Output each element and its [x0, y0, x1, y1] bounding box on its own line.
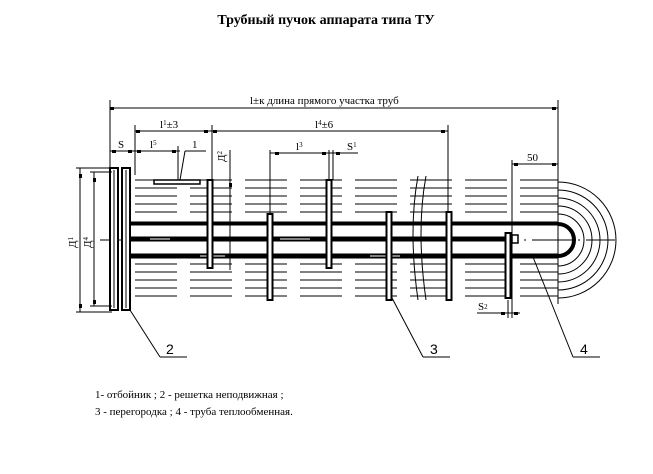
svg-text:l3: l3	[296, 141, 303, 153]
s2-dimension: S2	[477, 300, 520, 318]
l1-suffix: ±3	[167, 119, 179, 131]
total-length-dimension: l±к длина прямого участка труб	[109, 95, 559, 180]
d1-label: Д	[67, 240, 79, 248]
total-length-label: l±к длина прямого участка труб	[250, 95, 399, 107]
l1-label: l	[160, 119, 163, 131]
baffle	[445, 211, 453, 301]
fifty-label: 50	[527, 152, 539, 164]
s2-label: S	[478, 301, 484, 313]
l3-sub: 3	[299, 141, 303, 149]
l1-sub: 1	[163, 119, 167, 127]
baffles	[206, 179, 519, 301]
svg-text:Д4: Д4	[82, 236, 94, 248]
l1-dimension: l1±3	[134, 119, 212, 175]
d2-label: Д	[216, 154, 228, 162]
d2-dimension: Д2	[216, 150, 232, 270]
svg-text:l5: l5	[150, 139, 157, 151]
tube-lines	[135, 179, 558, 297]
s-l5-dimension: S l5	[110, 139, 180, 180]
callout-1-label: 1	[192, 139, 198, 151]
u-bend-tube	[557, 222, 576, 258]
s1-sub: 1	[353, 141, 357, 149]
legend-line-1: 1- отбойник ; 2 - решетка неподвижная ;	[95, 389, 284, 401]
l5-label: l	[150, 139, 153, 151]
drawing-title: Трубный пучок аппарата типа ТУ	[217, 13, 434, 28]
svg-text:l1±3: l1±3	[160, 119, 179, 131]
fifty-dimension: 50	[511, 152, 558, 300]
l5-sub: 5	[153, 139, 157, 147]
deflector-plate	[153, 179, 201, 185]
callout-3-label: 3	[430, 341, 438, 357]
svg-text:S1: S1	[347, 141, 357, 153]
s2-sub: 2	[484, 303, 488, 311]
l3-label: l	[296, 141, 299, 153]
d4-label: Д	[82, 240, 94, 248]
break-mark	[412, 175, 427, 301]
s-label: S	[118, 139, 124, 151]
baffle	[206, 179, 214, 269]
svg-text:Д1: Д1	[67, 236, 79, 248]
l4-suffix: ±6	[322, 119, 334, 131]
d2-sub: 2	[216, 150, 224, 154]
tie-rod-nut	[511, 234, 519, 244]
baffle	[504, 232, 512, 299]
d4-sub: 4	[82, 236, 90, 240]
callout-4: 4	[532, 256, 600, 358]
deflector-callout: 1	[153, 139, 206, 185]
baffle	[266, 213, 274, 301]
svg-text:S2: S2	[478, 301, 488, 313]
svg-text:l4±6: l4±6	[315, 119, 334, 131]
l4-dimension: l4±6	[211, 119, 449, 215]
s1-label: S	[347, 141, 353, 153]
legend-line-2: 3 - перегородка ; 4 - труба теплообменна…	[95, 406, 293, 418]
l4-label: l	[315, 119, 318, 131]
callout-4-label: 4	[580, 341, 588, 357]
baffle	[325, 179, 333, 269]
callout-3: 3	[391, 297, 450, 358]
d1-sub: 1	[67, 236, 75, 240]
u-bend-arc	[557, 213, 585, 267]
tube-sheet	[109, 167, 131, 311]
callout-2: 2	[129, 309, 187, 358]
svg-text:Д2: Д2	[216, 150, 228, 162]
highlight-tubes	[128, 221, 558, 259]
baffle	[385, 211, 393, 301]
l4-sub: 4	[318, 119, 322, 127]
callout-2-label: 2	[166, 341, 174, 357]
d1-d4-dimension: Д1 Д4	[67, 167, 112, 313]
u-bend-arc	[557, 181, 617, 299]
